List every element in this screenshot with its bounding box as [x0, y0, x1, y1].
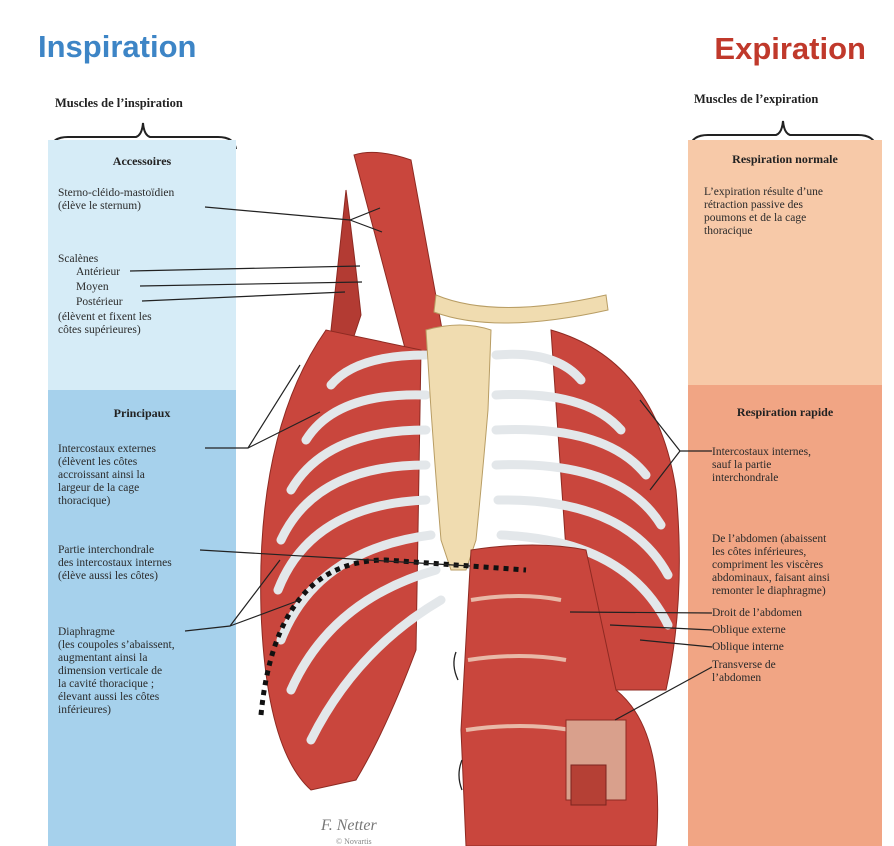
external-oblique-label: Oblique externe [712, 624, 786, 637]
diaphragm-label: Diaphragme (les coupoles s’abaissent, au… [58, 626, 175, 717]
scalene-anterior-label: Antérieur [76, 266, 120, 279]
scalenes-label: Scalènes [58, 253, 98, 266]
scalenes-note: (élèvent et fixent les côtes supérieures… [58, 311, 152, 337]
scalene-posterior-label: Postérieur [76, 296, 123, 309]
abdominal-muscles-label: De l’abdomen (abaissent les côtes inféri… [712, 533, 830, 598]
rectus-abdominis-label: Droit de l’abdomen [712, 607, 802, 620]
scalene-middle-label: Moyen [76, 281, 109, 294]
internal-intercostals-label: Intercostaux internes, sauf la partie in… [712, 446, 811, 485]
interchondral-label: Partie interchondrale des intercostaux i… [58, 544, 172, 583]
sterno-cleido-mastoid-label: Sterno-cléido-mastoïdien (élève le stern… [58, 187, 174, 213]
internal-oblique-label: Oblique interne [712, 641, 784, 654]
external-intercostals-label: Intercostaux externes (élèvent les côtes… [58, 443, 156, 508]
transverse-abdominis-label: Transverse de l’abdomen [712, 659, 776, 685]
normal-breathing-text: L’expiration résulte d’une rétraction pa… [704, 186, 823, 238]
